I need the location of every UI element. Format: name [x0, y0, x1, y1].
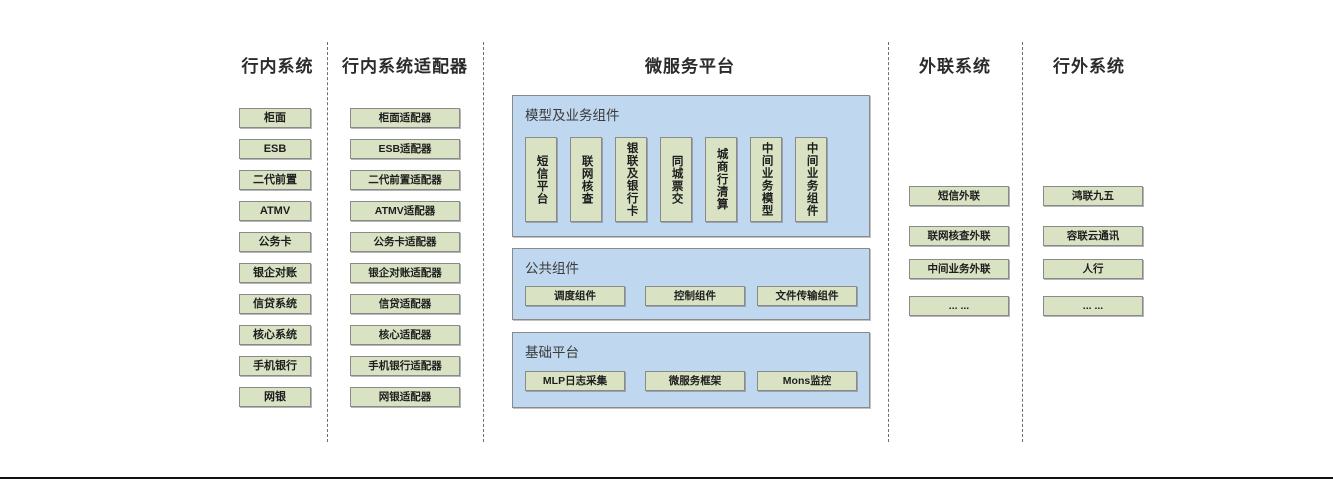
node-external-link-system[interactable]: 联网核查外联: [909, 226, 1009, 246]
node-in-bank-system[interactable]: 手机银行: [239, 356, 311, 376]
node-in-bank-adapter[interactable]: 公务卡适配器: [350, 232, 460, 252]
node-in-bank-system[interactable]: 银企对账: [239, 263, 311, 283]
panel-title-base-platform: 基础平台: [525, 345, 579, 360]
panel-title-model-business-components: 模型及业务组件: [525, 108, 620, 123]
node-outside-bank-system[interactable]: ... ...: [1043, 296, 1143, 316]
node-model-component[interactable]: 城商行清算: [705, 137, 737, 222]
node-external-link-system[interactable]: ... ...: [909, 296, 1009, 316]
node-in-bank-system[interactable]: 网银: [239, 387, 311, 407]
node-in-bank-system[interactable]: ATMV: [239, 201, 311, 221]
node-in-bank-adapter[interactable]: 手机银行适配器: [350, 356, 460, 376]
node-in-bank-adapter[interactable]: 银企对账适配器: [350, 263, 460, 283]
node-in-bank-system[interactable]: 核心系统: [239, 325, 311, 345]
divider-2: [483, 42, 484, 442]
panel-base-platform: 基础平台: [512, 332, 870, 408]
node-base-platform-component[interactable]: Mons监控: [757, 371, 857, 391]
column-title-outside-bank-systems: 行外系统: [1053, 57, 1125, 76]
node-in-bank-adapter[interactable]: 二代前置适配器: [350, 170, 460, 190]
node-in-bank-adapter[interactable]: ESB适配器: [350, 139, 460, 159]
node-in-bank-adapter[interactable]: ATMV适配器: [350, 201, 460, 221]
node-in-bank-system[interactable]: 二代前置: [239, 170, 311, 190]
bottom-divider: [0, 477, 1333, 479]
node-outside-bank-system[interactable]: 鸿联九五: [1043, 186, 1143, 206]
divider-4: [1022, 42, 1023, 442]
divider-3: [888, 42, 889, 442]
node-model-component[interactable]: 银联及银行卡: [615, 137, 647, 222]
column-title-microservice-platform: 微服务平台: [645, 57, 735, 76]
node-in-bank-system[interactable]: 柜面: [239, 108, 311, 128]
divider-1: [327, 42, 328, 442]
node-outside-bank-system[interactable]: 人行: [1043, 259, 1143, 279]
node-external-link-system[interactable]: 中间业务外联: [909, 259, 1009, 279]
node-in-bank-adapter[interactable]: 核心适配器: [350, 325, 460, 345]
node-outside-bank-system[interactable]: 容联云通讯: [1043, 226, 1143, 246]
node-model-component[interactable]: 中间业务组件: [795, 137, 827, 222]
node-model-component[interactable]: 同城票交: [660, 137, 692, 222]
node-in-bank-system[interactable]: ESB: [239, 139, 311, 159]
node-in-bank-adapter[interactable]: 柜面适配器: [350, 108, 460, 128]
panel-public-components: 公共组件: [512, 248, 870, 320]
node-model-component[interactable]: 联网核查: [570, 137, 602, 222]
node-in-bank-system[interactable]: 信贷系统: [239, 294, 311, 314]
column-title-in-bank-systems: 行内系统: [241, 57, 314, 76]
node-public-component[interactable]: 文件传输组件: [757, 286, 857, 306]
node-in-bank-system[interactable]: 公务卡: [239, 232, 311, 252]
node-public-component[interactable]: 控制组件: [645, 286, 745, 306]
node-base-platform-component[interactable]: 微服务框架: [645, 371, 745, 391]
node-model-component[interactable]: 短信平台: [525, 137, 557, 222]
column-title-external-link-systems: 外联系统: [919, 57, 991, 76]
node-external-link-system[interactable]: 短信外联: [909, 186, 1009, 206]
node-public-component[interactable]: 调度组件: [525, 286, 625, 306]
panel-title-public-components: 公共组件: [525, 261, 579, 276]
node-model-component[interactable]: 中间业务模型: [750, 137, 782, 222]
node-in-bank-adapter[interactable]: 网银适配器: [350, 387, 460, 407]
node-base-platform-component[interactable]: MLP日志采集: [525, 371, 625, 391]
column-title-in-bank-adapters: 行内系统适配器: [342, 57, 468, 76]
node-in-bank-adapter[interactable]: 信贷适配器: [350, 294, 460, 314]
